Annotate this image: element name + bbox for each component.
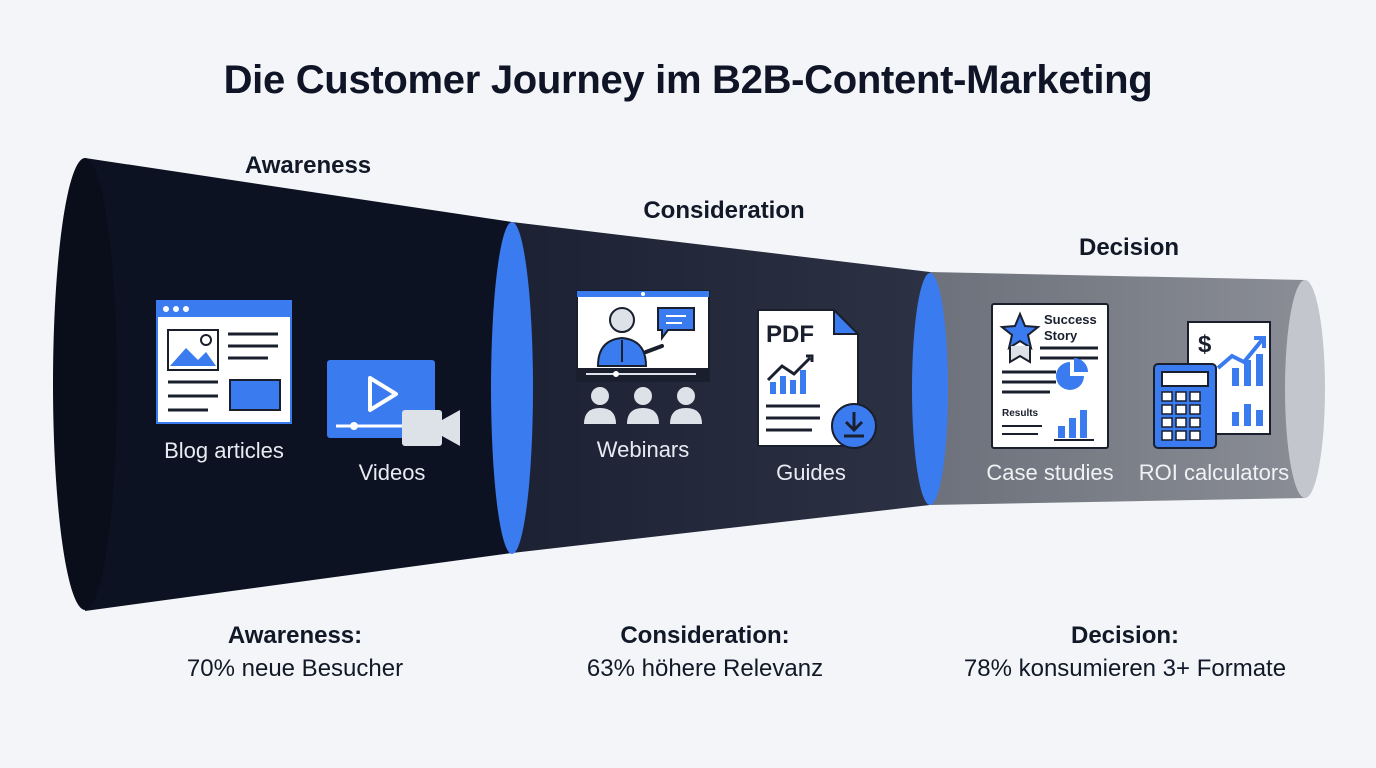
stage-heading-awareness: Awareness <box>244 152 372 179</box>
item-label-case-studies: Case studies <box>986 460 1114 485</box>
funnel-ring-consideration <box>491 222 533 554</box>
video-icon <box>327 360 460 446</box>
pdf-icon-text: PDF <box>766 321 814 348</box>
stage-heading-decision: Decision <box>1078 234 1180 261</box>
item-label-guides: Guides <box>776 460 846 485</box>
stat-heading-consideration: Consideration: <box>620 622 790 649</box>
stat-value-decision: 78% konsumieren 3+ Formate <box>963 655 1287 682</box>
funnel-mouth <box>53 158 117 610</box>
results-text: Results <box>1002 408 1039 419</box>
funnel-segment-awareness <box>85 158 512 611</box>
funnel-end-cap <box>1285 280 1325 498</box>
funnel-ring-decision <box>912 273 948 505</box>
page-title: Die Customer Journey im B2B-Content-Mark… <box>223 58 1153 102</box>
stat-heading-decision: Decision: <box>1070 622 1180 649</box>
item-label-webinars: Webinars <box>596 437 690 462</box>
stage-heading-consideration: Consideration <box>643 197 805 224</box>
stat-value-consideration: 63% höhere Relevanz <box>586 655 824 682</box>
pdf-guide-icon: PDF <box>757 308 877 449</box>
item-label-roi-calculators: ROI calculators <box>1138 460 1290 485</box>
blog-article-icon <box>156 300 292 424</box>
webinar-icon <box>576 290 710 424</box>
stat-heading-awareness: Awareness: <box>227 622 363 649</box>
item-label-blog-articles: Blog articles <box>164 438 284 463</box>
dollar-sign-text: $ <box>1198 331 1212 358</box>
item-label-videos: Videos <box>358 460 426 485</box>
roi-calculator-icon: $ <box>1153 321 1271 449</box>
stat-value-awareness: 70% neue Besucher <box>186 655 404 682</box>
